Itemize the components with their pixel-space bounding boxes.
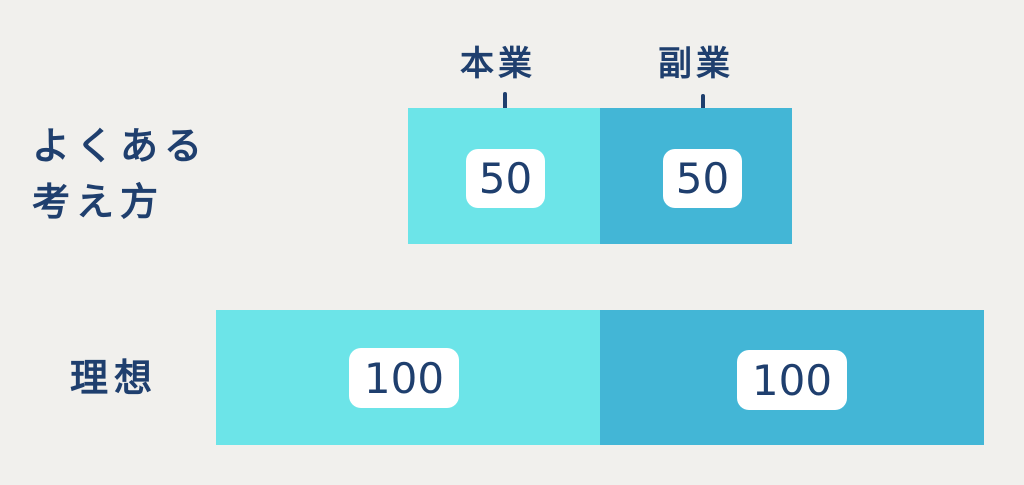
row-label-ideal: 理想 <box>70 356 159 400</box>
value-badge: 50 <box>663 149 742 208</box>
row-label-line: よくある <box>32 124 209 168</box>
value-badge: 50 <box>466 149 545 208</box>
header-main-job: 本業 <box>460 44 536 84</box>
value-badge: 100 <box>737 350 847 410</box>
row-label-common: よくある 考え方 <box>32 118 208 230</box>
row-label-line: 考え方 <box>32 180 165 224</box>
value-badge: 100 <box>349 348 459 408</box>
header-side-job: 副業 <box>658 44 734 84</box>
